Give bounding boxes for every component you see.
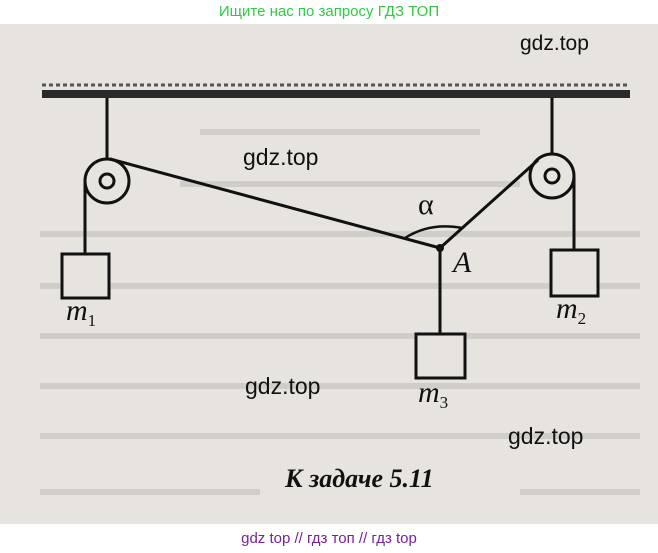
watermark: gdz.top (520, 32, 589, 55)
figure-area: α A m1 m2 m3 К задаче 5.11 gdz.top gdz.t… (0, 24, 658, 524)
bottom-banner: gdz top // гдз топ // гдз top (241, 530, 417, 547)
mass-m2-label: m2 (556, 292, 587, 328)
point-A (436, 244, 444, 252)
rope-right-to-A (438, 158, 540, 250)
top-banner: Ищите нас по запросу ГДЗ ТОП (218, 3, 440, 20)
mass-m1-box (60, 252, 111, 300)
watermark: gdz.top (243, 144, 319, 170)
mass-m1-label: m1 (66, 294, 97, 330)
point-A-label: A (453, 246, 472, 279)
ceiling-bar (42, 90, 630, 98)
mass-m2-box (549, 248, 600, 298)
rope-left-to-A (109, 157, 441, 250)
watermark: gdz.top (245, 373, 321, 399)
watermark: gdz.top (508, 423, 584, 449)
mass-m3-label: m3 (418, 376, 449, 412)
right-pulley-axle (543, 167, 561, 185)
angle-arc (404, 225, 463, 240)
left-pulley-axle (98, 172, 116, 190)
figure-caption: К задаче 5.11 (285, 464, 434, 493)
background-texture (40, 129, 640, 495)
pulley-diagram (40, 83, 640, 495)
mass-m3-box (414, 332, 467, 380)
angle-label: α (418, 188, 434, 221)
